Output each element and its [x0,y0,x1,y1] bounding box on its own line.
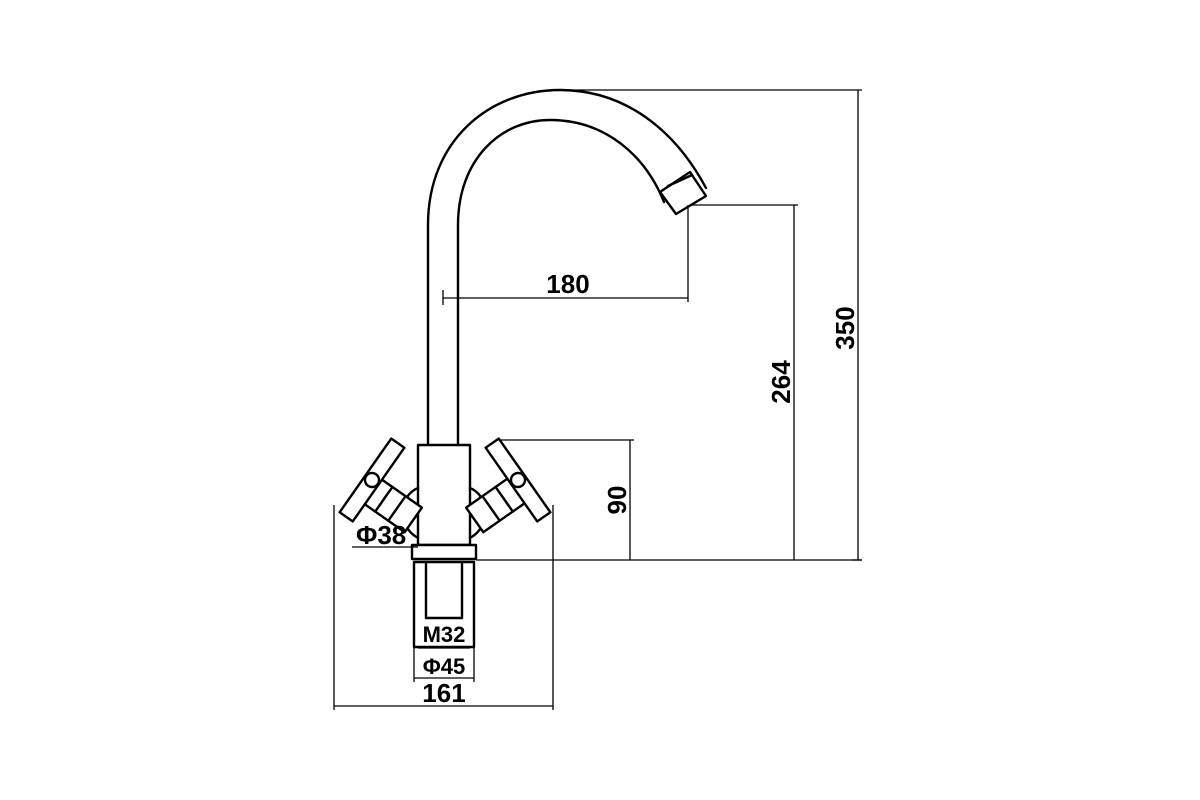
outlet-height-label: 264 [766,360,796,404]
faucet-body [410,88,708,649]
handle-height-label: 90 [602,486,632,515]
spout-reach-label: 180 [546,269,589,299]
aerator-line [666,173,694,188]
dimension-outlet-height: 264 [690,204,798,560]
right-handle-button [509,471,527,489]
dimension-handle-diameter: Φ38 [352,520,418,550]
central-body [416,443,472,547]
dimension-handle-height: 90 [500,439,634,560]
handle-diameter-label: Φ38 [356,520,406,550]
dimension-total-width: 161 [333,505,554,710]
dimension-base-diameter: Φ45 [413,647,475,682]
total-width-label: 161 [422,678,465,708]
spout-inner-outline [456,118,666,447]
thread-label: M32 [423,622,466,647]
left-handle [338,437,424,540]
spout-outer-outline [426,88,708,447]
mounting-shank [412,560,476,649]
left-handle-button [363,471,381,489]
right-handle [464,437,552,540]
dimension-total-height: 350 [560,89,862,561]
base-diameter-label: Φ45 [423,654,466,679]
dimension-thread: M32 [418,622,470,649]
dimension-spout-reach: 180 [442,205,689,305]
total-height-label: 350 [830,306,860,349]
base-rim [410,543,478,561]
aerator-tip [658,170,708,216]
